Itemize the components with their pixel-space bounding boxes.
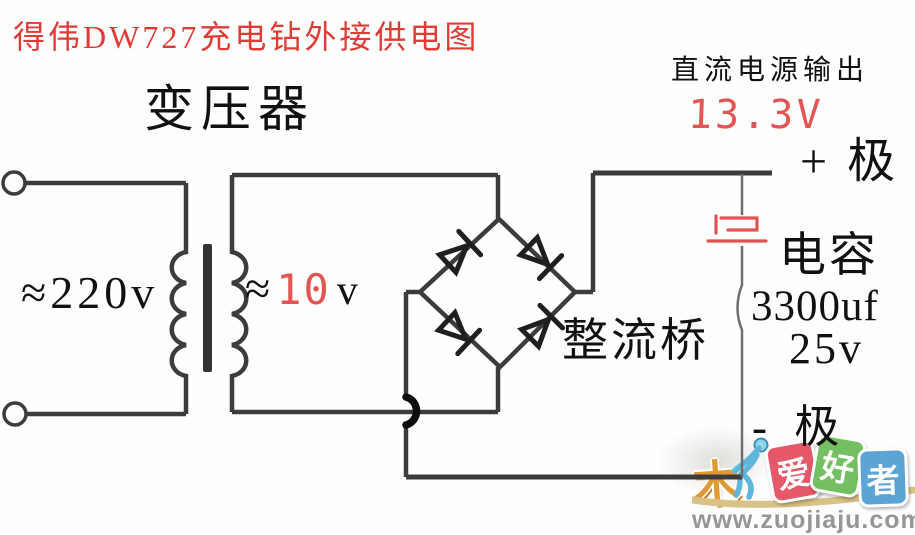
watermark-url: www.zuojiaju.com bbox=[692, 506, 915, 534]
positive-rail bbox=[575, 170, 772, 295]
jumping-person-icon bbox=[731, 437, 769, 500]
scan-smudge bbox=[657, 426, 777, 496]
diode-bottom-right bbox=[517, 302, 566, 351]
bridge-diodes bbox=[434, 228, 566, 357]
ac-terminal-top bbox=[1, 170, 27, 196]
diode-top-right bbox=[516, 233, 565, 282]
transformer-secondary-winding bbox=[229, 172, 501, 415]
capacitor-branch-wire bbox=[736, 174, 744, 477]
transformer-core bbox=[203, 244, 212, 372]
transformer-primary-winding bbox=[25, 180, 189, 417]
diode-bottom-left bbox=[434, 308, 483, 357]
ac-terminal-bottom bbox=[2, 401, 28, 427]
watermark-logo: 木 爱 好 者 www.zuojiaju.com bbox=[657, 426, 915, 535]
bridge-rectifier-outline bbox=[416, 215, 579, 371]
capacitor-symbol bbox=[706, 214, 768, 243]
diode-top-left bbox=[435, 228, 484, 277]
wire-hop bbox=[402, 393, 421, 429]
negative-rail bbox=[403, 289, 742, 480]
